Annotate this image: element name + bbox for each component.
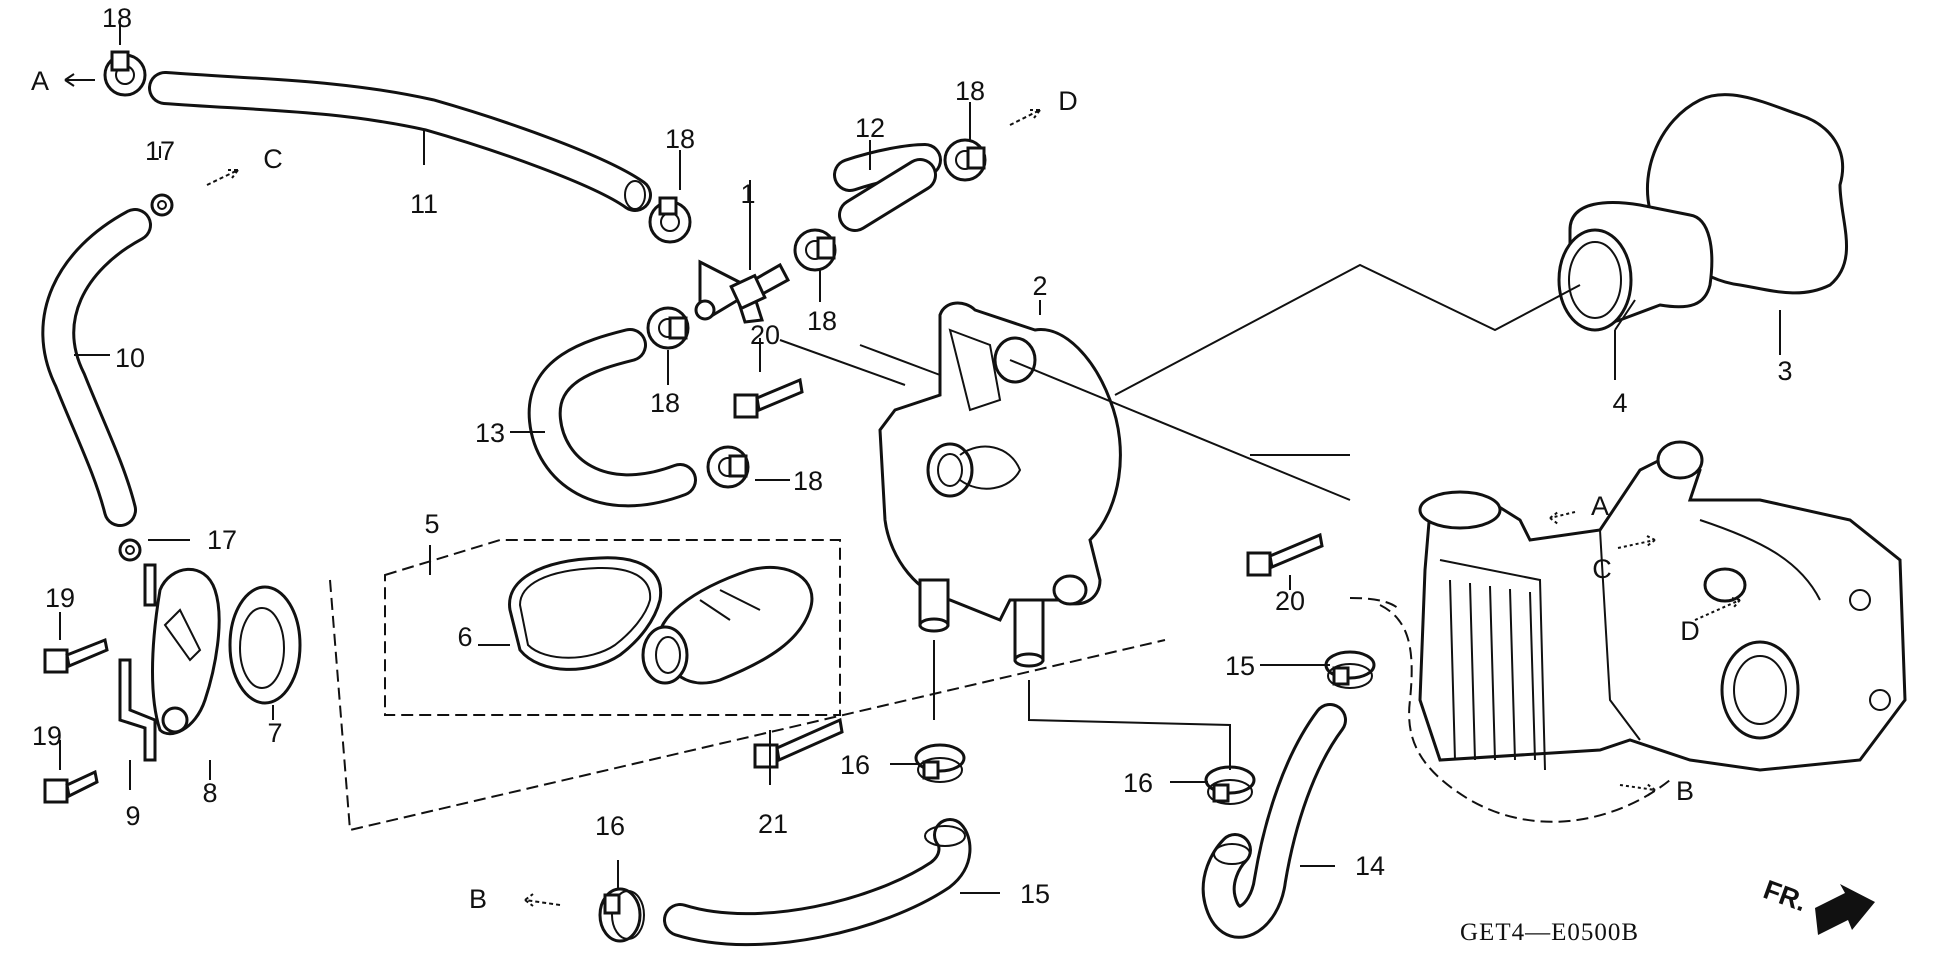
label-21: 21	[758, 809, 788, 839]
seal-4	[1557, 201, 1714, 332]
hose-15	[663, 818, 972, 947]
letter-b-bottom: B	[469, 884, 487, 914]
label-1: 1	[740, 179, 755, 209]
direction-arrows	[64, 73, 1741, 907]
clamp-16-c	[1324, 650, 1376, 689]
label-10: 10	[115, 343, 145, 373]
bracket-9	[118, 658, 157, 762]
clamp-17-a	[150, 193, 174, 217]
label-16-a: 15	[1225, 651, 1255, 681]
letter-a-engine: A	[1591, 491, 1609, 521]
bolt-19-a	[43, 637, 109, 674]
label-6: 6	[457, 622, 472, 652]
label-9: 9	[125, 801, 140, 831]
label-17-a: 17	[145, 136, 175, 166]
hose-10	[41, 208, 152, 527]
clamp-18-a	[103, 50, 147, 97]
label-13: 13	[475, 418, 505, 448]
water-pump-2	[878, 301, 1122, 668]
hose-14	[1201, 703, 1347, 939]
clamp-17-b	[118, 538, 142, 562]
letter-d-engine: D	[1680, 616, 1700, 646]
connection-letters: A C D B A C D B	[31, 66, 1700, 914]
front-label: FR.	[1760, 874, 1811, 917]
label-18-d: 18	[807, 306, 837, 336]
label-20-a: 20	[750, 320, 780, 350]
bolt-20-a	[733, 377, 804, 419]
label-11: 11	[410, 189, 438, 219]
clamp-18-b	[648, 196, 692, 244]
label-8: 8	[202, 778, 217, 808]
hose-11	[148, 71, 652, 212]
label-17-b: 17	[207, 525, 237, 555]
hose-12	[833, 143, 942, 232]
label-15: 15	[1020, 879, 1050, 909]
clamp-18-f	[706, 445, 750, 489]
engine-assembly	[1418, 440, 1907, 772]
label-16-d: 16	[595, 811, 625, 841]
clamp-16-a	[914, 743, 966, 783]
front-arrow-icon	[1815, 884, 1875, 935]
label-5: 5	[424, 509, 439, 539]
clamp-18-e	[646, 306, 690, 350]
bolt-19-b	[43, 769, 99, 804]
cover-8	[143, 563, 221, 736]
label-16-b: 16	[840, 750, 870, 780]
part-labels: 18 11 17 10 18 1 12 18 18 18 20 13 18 2 …	[32, 3, 1793, 909]
joint-1	[694, 259, 791, 324]
label-20-b: 20	[1275, 586, 1305, 616]
clamp-18-d	[943, 138, 987, 182]
label-18-c: 18	[955, 76, 985, 106]
label-19-a: 19	[45, 583, 75, 613]
clamp-18-c	[793, 228, 837, 272]
thermostat-6	[508, 556, 814, 685]
hose-13	[527, 328, 697, 508]
label-18-f: 18	[793, 466, 823, 496]
bolt-21	[753, 717, 844, 769]
letter-c-left: C	[263, 144, 283, 174]
leader-lines	[59, 20, 1781, 894]
letter-b-engine: B	[1676, 776, 1694, 806]
label-7: 7	[267, 718, 282, 748]
clamp-16-b	[1204, 765, 1256, 805]
label-19-b: 19	[32, 721, 62, 751]
label-18-b: 18	[665, 124, 695, 154]
label-12: 12	[855, 113, 885, 143]
letter-a-left: A	[31, 66, 49, 96]
label-18-a: 18	[102, 3, 132, 33]
label-14: 14	[1355, 851, 1385, 881]
letter-c-engine: C	[1592, 554, 1612, 584]
label-2: 2	[1032, 271, 1047, 301]
label-4: 4	[1612, 388, 1627, 418]
bolt-20-b	[1246, 532, 1324, 577]
letter-d-top: D	[1058, 86, 1078, 116]
label-3: 3	[1777, 356, 1792, 386]
label-18-e: 18	[650, 388, 680, 418]
label-16-c: 16	[1123, 768, 1153, 798]
diagram-code: GET4—E0500B	[1460, 919, 1639, 946]
oring-7	[228, 585, 302, 705]
clamp-16-d	[598, 887, 645, 943]
